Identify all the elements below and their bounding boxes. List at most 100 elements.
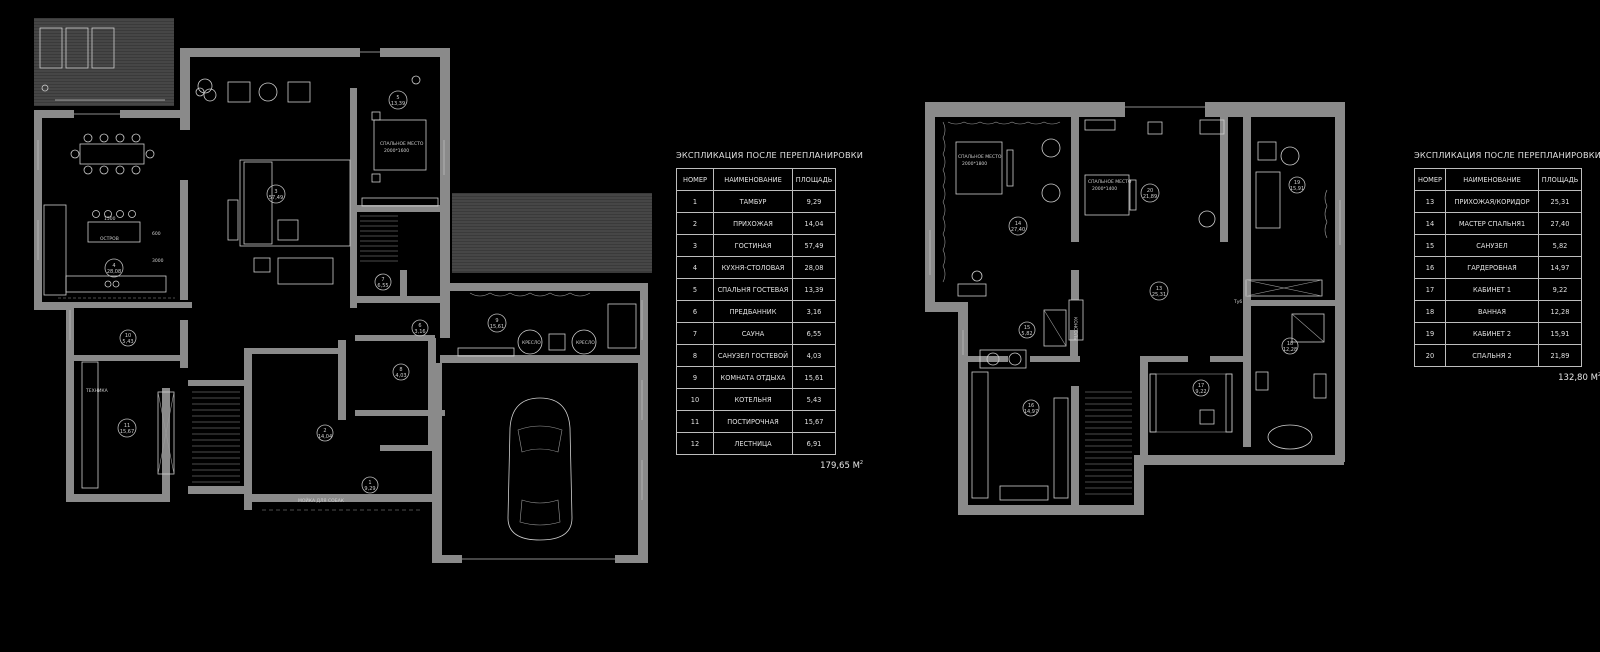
floor2-furniture: СПАЛЬНОЕ МЕСТО 2000*1800 СПАЛЬНОЕ МЕСТО … <box>942 119 1328 501</box>
cell-number: 10 <box>676 388 714 411</box>
cell-area: 9,29 <box>792 190 836 213</box>
island-label: ОСТРОВ <box>100 236 119 242</box>
room-1-area: 9,29 <box>364 486 375 492</box>
bed1-label: СПАЛЬНОЕ МЕСТО <box>958 154 1002 160</box>
room-20-number: 20 <box>1147 188 1153 194</box>
cell-name: СПАЛЬНЯ ГОСТЕВАЯ <box>713 278 793 301</box>
cell-name: САУНА <box>713 322 793 345</box>
cell-area: 9,22 <box>1538 278 1582 301</box>
floor1-total-area: 179,65 М2 <box>676 460 863 471</box>
sauna-bench <box>360 215 398 262</box>
armchair-2-label: КРЕСЛО <box>576 340 595 346</box>
vestibule-furniture: МОЙКА ДЛЯ СОБАК <box>262 497 420 511</box>
cell-name: КАБИНЕТ 1 <box>1445 278 1539 301</box>
room-3-number: 3 <box>274 189 277 195</box>
guest-bedroom-furniture: СПАЛЬНОЕ МЕСТО 2000*1600 <box>361 75 439 207</box>
room-19-number: 19 <box>1294 180 1300 186</box>
cell-area: 13,39 <box>792 278 836 301</box>
room-13-area: 25,31 <box>1152 292 1166 298</box>
room-11-area: 15,67 <box>120 429 134 435</box>
kitchen-furniture: 1500 ОСТРОВ 600 3000 <box>43 133 175 299</box>
cell-name: ПРИХОЖАЯ <box>713 212 793 235</box>
bed2-size-label: 2000*1400 <box>1092 186 1117 192</box>
cell-area: 5,82 <box>1538 234 1582 257</box>
dog-wash-label: МОЙКА ДЛЯ СОБАК <box>298 497 345 504</box>
floor1-explication-title: ЭКСПЛИКАЦИЯ ПОСЛЕ ПЕРЕПЛАНИРОВКИ <box>676 150 864 160</box>
cell-number: 4 <box>676 256 714 279</box>
floor2-plan: СПАЛЬНОЕ МЕСТО 2000*1800 СПАЛЬНОЕ МЕСТО … <box>925 102 1345 515</box>
cell-name: КОТЕЛЬНЯ <box>713 388 793 411</box>
room-16-number: 16 <box>1028 403 1034 409</box>
terrace-deck <box>34 18 174 106</box>
bed-label: СПАЛЬНОЕ МЕСТО <box>380 141 424 147</box>
room-16-area: 14,97 <box>1024 409 1038 415</box>
tech-label: ТЕХНИКА <box>85 388 109 394</box>
floor2-total-unit: 2 <box>1597 372 1600 378</box>
cell-name: КУХНЯ-СТОЛОВАЯ <box>713 256 793 279</box>
console-label: КОНСОЛЬ <box>1072 317 1078 340</box>
tub-label: Ту6 <box>1233 299 1242 305</box>
cell-area: 27,40 <box>1538 212 1582 235</box>
room-14-area: 27,40 <box>1011 227 1025 233</box>
cell-number: 13 <box>1414 190 1446 213</box>
cell-number: 17 <box>1414 278 1446 301</box>
cell-number: 1 <box>676 190 714 213</box>
floor2-windows <box>929 106 1341 355</box>
room-2-area: 14,04 <box>318 434 332 440</box>
living-furniture <box>195 78 351 285</box>
cell-number: 20 <box>1414 344 1446 367</box>
cell-area: 28,08 <box>792 256 836 279</box>
cell-area: 6,55 <box>792 322 836 345</box>
cell-name: ГАРДЕРОБНАЯ <box>1445 256 1539 279</box>
room-6-area: 3,16 <box>414 329 425 335</box>
cell-name: ЛЕСТНИЦА <box>713 432 793 455</box>
room-5-area: 13,39 <box>391 101 405 107</box>
room-4-area: 28,08 <box>107 269 121 275</box>
room-7-area: 6,55 <box>377 283 388 289</box>
cell-name: ПРИХОЖАЯ/КОРИДОР <box>1445 190 1539 213</box>
cell-area: 25,31 <box>1538 190 1582 213</box>
cell-area: 4,03 <box>792 344 836 367</box>
col-number-header: НОМЕР <box>1414 168 1446 191</box>
car-icon <box>507 397 573 541</box>
cell-number: 12 <box>676 432 714 455</box>
cell-area: 5,43 <box>792 388 836 411</box>
cell-number: 6 <box>676 300 714 323</box>
cell-number: 11 <box>676 410 714 433</box>
dim-1500-label: 1500 <box>104 216 116 222</box>
floor2-total-value: 132,80 М <box>1558 372 1598 383</box>
room-4-number: 4 <box>112 263 115 269</box>
cell-area: 15,67 <box>792 410 836 433</box>
room-15-number: 15 <box>1024 325 1030 331</box>
room-9-area: 15,61 <box>490 324 504 330</box>
cell-number: 9 <box>676 366 714 389</box>
room-7-number: 7 <box>381 277 384 283</box>
room-8-area: 4,03 <box>395 373 406 379</box>
floor1-plan: 1500 ОСТРОВ 600 3000 СПАЛЬНОЕ МЕ <box>34 18 652 563</box>
cell-number: 15 <box>1414 234 1446 257</box>
col-name-header: НАИМЕНОВАНИЕ <box>713 168 793 191</box>
cell-area: 15,91 <box>1538 322 1582 345</box>
room-11-number: 11 <box>124 423 130 429</box>
cell-number: 16 <box>1414 256 1446 279</box>
armchair-1-label: КРЕСЛО <box>522 340 541 346</box>
room-19-area: 15,91 <box>1290 186 1304 192</box>
room-15-area: 5,82 <box>1021 331 1032 337</box>
